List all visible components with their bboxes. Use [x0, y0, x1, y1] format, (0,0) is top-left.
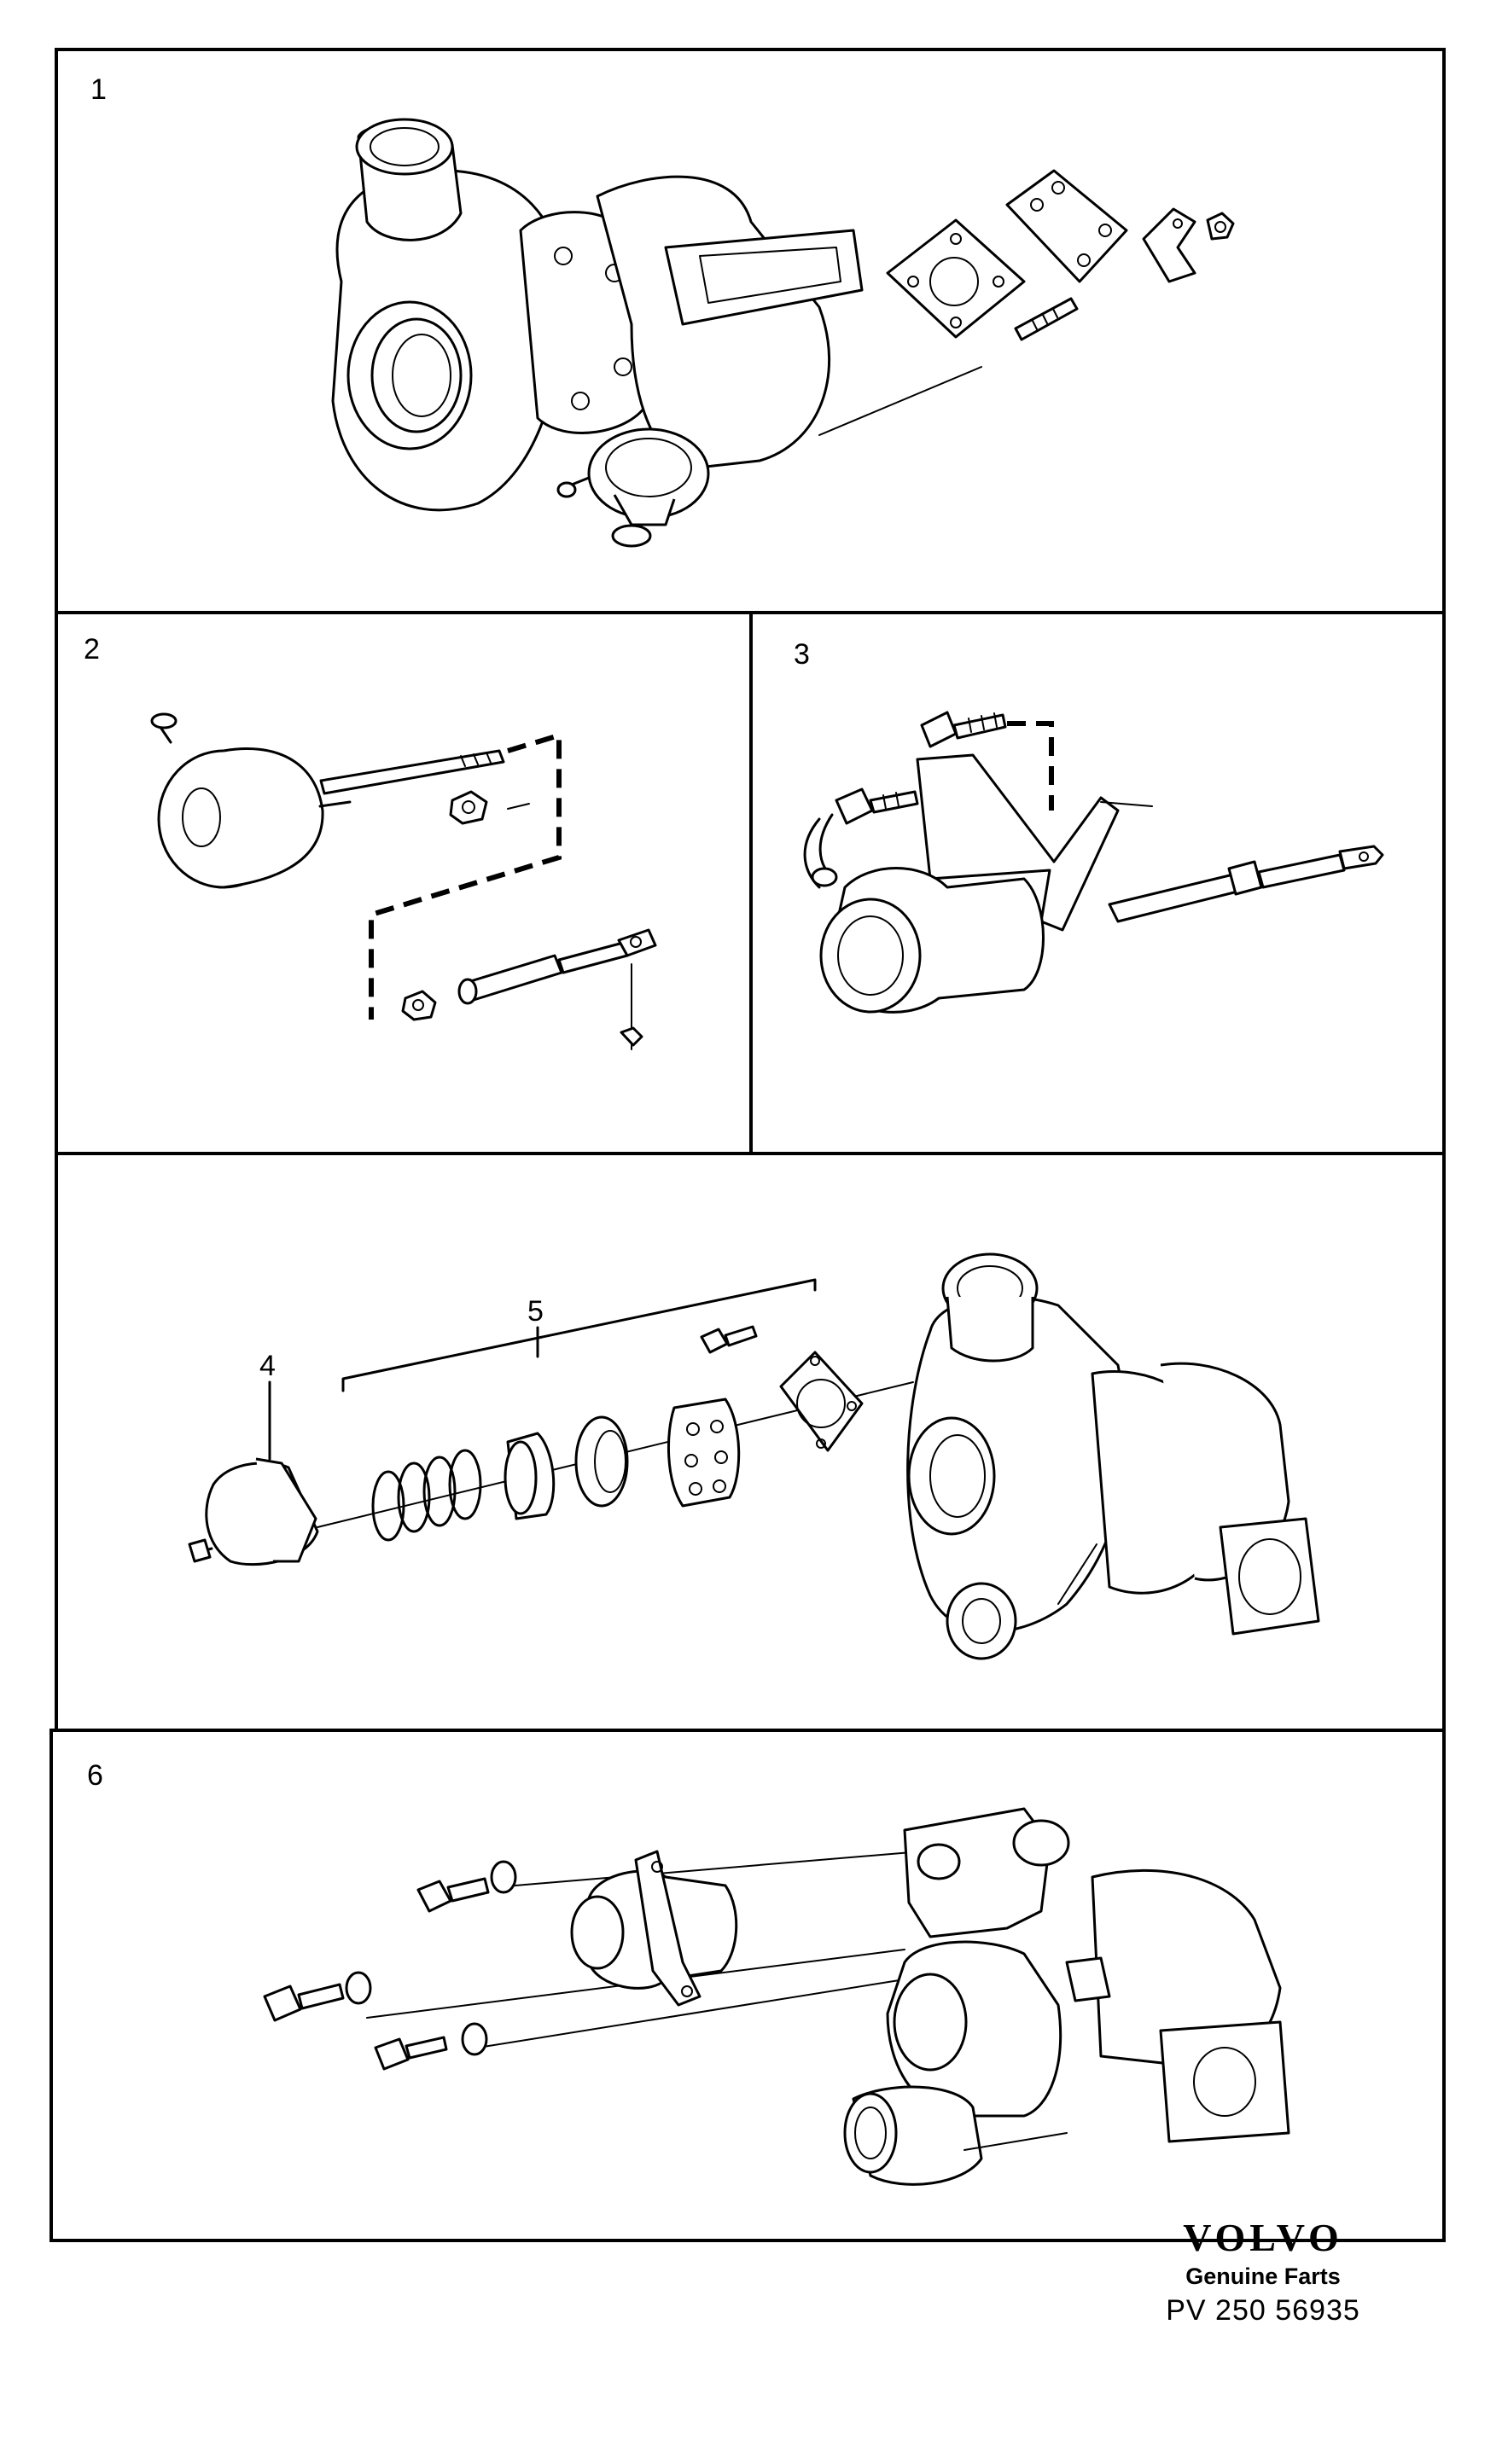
callout-3: 3	[794, 638, 810, 671]
volvo-logo: VOLVO	[1183, 2216, 1343, 2259]
panel-6-frame	[49, 1729, 1446, 2242]
callout-2: 2	[84, 633, 100, 665]
panel-2-actuator-illustration	[150, 712, 657, 1050]
panel-frames	[49, 48, 1446, 2242]
spring	[371, 1449, 482, 1542]
panel-2-frame	[55, 611, 753, 1155]
callout-1: 1	[90, 73, 107, 106]
panel-3-bracket-actuator-illustration	[803, 711, 1384, 1014]
callout-4: 4	[259, 1350, 276, 1382]
part-code: PV 250 56935	[1166, 2294, 1360, 2327]
panel-1-turbocharger-illustration	[331, 118, 1235, 548]
brand-block: VOLVO Genuine Farts PV 250 56935	[1084, 2215, 1442, 2329]
brand-subtitle: Genuine Farts	[1185, 2264, 1341, 2289]
callout-6: 6	[87, 1759, 103, 1792]
panel-6-valve-housing-illustration	[263, 1807, 1290, 2186]
callout-5: 5	[527, 1295, 544, 1328]
panel-4-5-valve-kit-illustration	[188, 1252, 1320, 1660]
